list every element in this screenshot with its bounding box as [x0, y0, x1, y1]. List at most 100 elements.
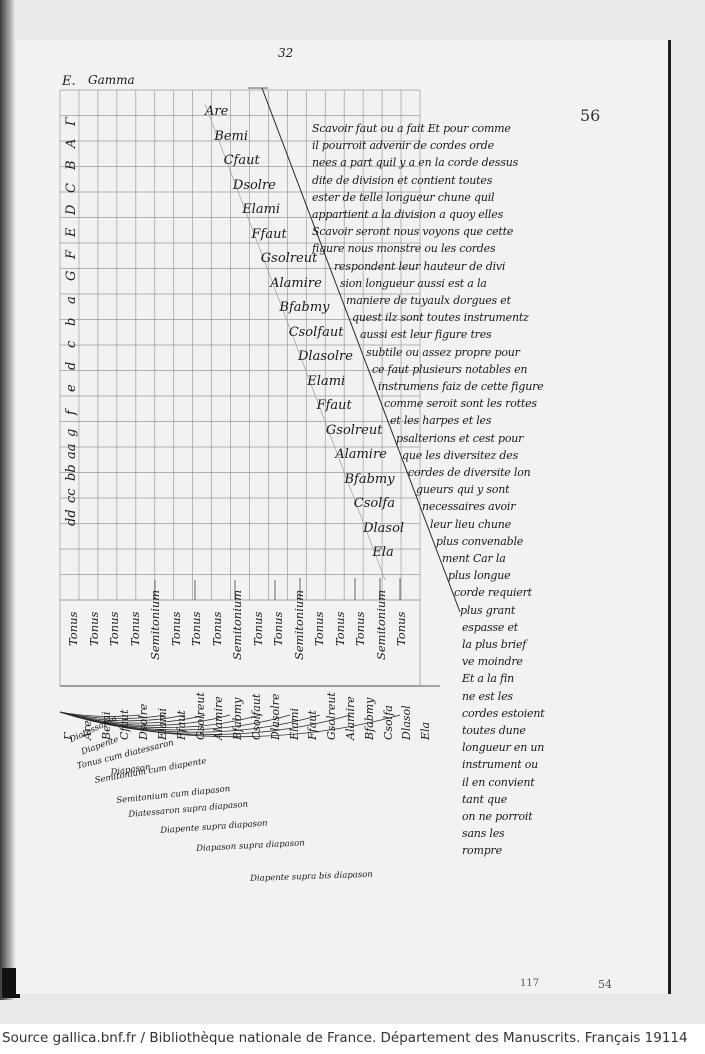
text-line: espasse et [462, 620, 518, 634]
text-line: dite de division et contient toutes [312, 173, 493, 187]
note-name: Dlasolre [298, 349, 353, 364]
bottom-note-name: Csolfa [381, 705, 395, 740]
text-line: plus convenable [436, 534, 524, 548]
manuscript-leaf [16, 40, 671, 994]
text-line: il pourroit advenir de cordes orde [312, 139, 494, 153]
interval-label: Tonus [66, 611, 80, 646]
text-line: Et a la fin [462, 672, 515, 686]
gamma-letter: D [64, 204, 79, 215]
note-name: Gsolreut [260, 251, 318, 266]
gamma-letter: e [64, 384, 79, 393]
note-name: Dsolre [232, 177, 276, 193]
proportion-arc [59, 711, 401, 738]
gamma-letter: F [64, 250, 79, 260]
interval-label: Tonus [271, 611, 285, 646]
text-line: cordes de diversite lon [408, 466, 531, 479]
interval-label: Tonus [394, 611, 408, 646]
interval-label: Semitonium [373, 589, 388, 660]
gamma-letter: Γ [64, 116, 79, 126]
bottom-note-name: Gsolreut [193, 692, 207, 740]
gamma-letter: B [64, 160, 79, 171]
interval-label: Semitonium [291, 589, 306, 660]
gamma-letter: aa [64, 443, 79, 459]
text-line: et les harpes et les [390, 414, 492, 428]
note-name: Ffaut [316, 398, 352, 413]
interval-label: Tonus [209, 611, 224, 646]
note-name: Are [205, 104, 229, 119]
text-block: Scavoir faut ou a fait Et pour comme il p… [312, 122, 552, 857]
folio-number-right: 56 [580, 106, 601, 125]
text-line: necessaires avoir [422, 500, 516, 514]
text-line: tant que [462, 792, 508, 806]
proportion-arc [59, 711, 186, 722]
text-line: sans les [462, 827, 505, 841]
diagram-header-right: Gamma [88, 73, 135, 87]
folio-number-bottom-right: 54 [598, 978, 612, 991]
proportion-arc [59, 711, 166, 719]
bottom-note-name: Elami [287, 707, 301, 740]
text-line: toutes dune [462, 724, 526, 737]
text-line: ne est les [462, 689, 513, 703]
text-line: ester de telle longueur chune quil [312, 190, 495, 204]
bottom-note-name: Dsolre [137, 703, 151, 740]
note-name: Alamire [335, 447, 387, 462]
folio-number-top: 32 [278, 46, 294, 60]
note-name: Cfaut [223, 153, 260, 168]
bottom-note-name: Ffaut [306, 710, 320, 740]
gamma-letter: f [64, 409, 79, 415]
text-line: comme seroit sont les rottes [384, 397, 537, 411]
text-line: sion longueur aussi est a la [340, 276, 487, 290]
note-name: Elami [307, 373, 346, 389]
gamma-letter: c [64, 340, 79, 348]
interval-label: Tonus [312, 611, 326, 646]
bottom-note-name: Cfaut [118, 709, 132, 740]
gamma-letter: C [64, 182, 79, 193]
text-line: appartient a la division a quoy elles [312, 208, 504, 221]
text-line: maniere de tuyaulx dorgues et [346, 294, 511, 307]
bottom-note-name: Dlasolre [268, 693, 282, 740]
text-line: la plus brief [462, 638, 527, 651]
source-caption-text: Source gallica.bnf.fr / Bibliothèque nat… [2, 1030, 688, 1046]
gamut-diagram [59, 87, 461, 738]
text-line: plus longue [448, 569, 511, 583]
gamma-letter: b [64, 317, 79, 326]
bottom-note-name: Bfabmy [231, 697, 245, 740]
gamma-letter: bb [64, 464, 79, 482]
text-line: ve moindre [462, 655, 523, 669]
text-line: que les diversitez des [402, 448, 519, 462]
text-line: instrumens faiz de cette figure [378, 380, 544, 393]
gamma-letter: a [64, 295, 79, 304]
diagram-header-left: E. [62, 74, 76, 89]
note-name: Ela [372, 545, 394, 560]
gamma-letter: g [64, 428, 79, 437]
bottom-note-name: Ffaut [174, 710, 188, 740]
bottom-note-name: Bfabmy [362, 697, 376, 740]
text-line: leur lieu chune [430, 517, 511, 531]
note-name: Bfabmy [344, 471, 395, 487]
gamma-letter: E [64, 227, 79, 238]
text-line: corde requiert [454, 586, 532, 600]
text-line: instrument ou [462, 758, 539, 772]
interval-label: Semitonium [230, 589, 244, 660]
gamma-letter: dd [64, 508, 79, 526]
interval-label: Tonus [127, 611, 142, 646]
text-line: Scavoir faut ou a fait Et pour comme [312, 122, 511, 135]
text-line: plus grant [460, 603, 516, 617]
note-name: Bfabmy [279, 300, 330, 315]
note-name: Bemi [214, 128, 249, 144]
bottom-note-name: Csolfaut [250, 693, 263, 740]
text-line: ce faut plusieurs notables en [372, 362, 528, 376]
text-line: cordes estoient [462, 706, 545, 720]
gamma-letter: G [64, 271, 79, 282]
diagonal-line-left [204, 103, 386, 581]
text-line: quest ilz sont toutes instrumentz [352, 311, 529, 325]
text-line: on ne porroit [462, 810, 533, 823]
gamma-letter: A [64, 138, 79, 149]
bottom-note-name: Ela [419, 721, 433, 740]
source-caption: Source gallica.bnf.fr / Bibliothèque nat… [0, 1024, 705, 1054]
bottom-note-name: Gsolreut [325, 692, 339, 740]
text-line: psalterions et cest pour [396, 431, 524, 445]
interval-label: Tonus [189, 611, 203, 646]
bottom-note-name: Alamire [212, 696, 226, 740]
